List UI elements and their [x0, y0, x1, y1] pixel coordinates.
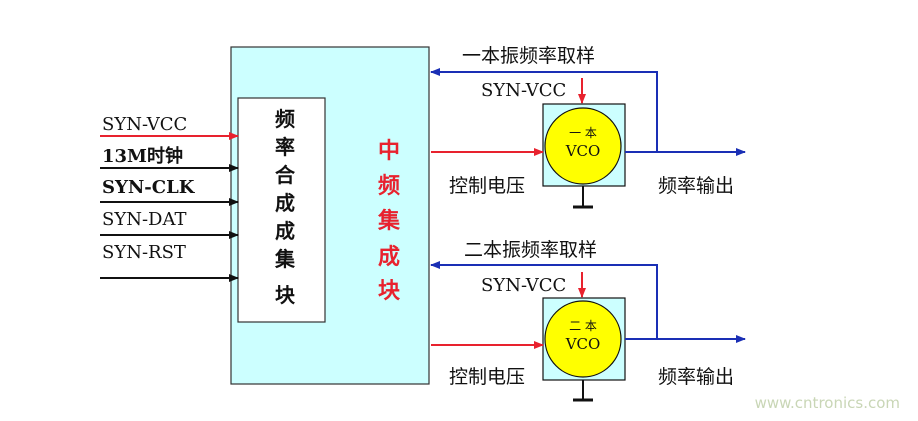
synth-char: 成 [275, 219, 295, 243]
synth-char: 率 [275, 135, 295, 159]
vco-label-bottom-1: VCO [565, 142, 601, 160]
synth-char: 块 [275, 283, 296, 307]
watermark-text: www.cntronics.com [754, 394, 900, 412]
if-char: 频 [378, 173, 400, 199]
output-label-2: 频率输出 [658, 366, 734, 388]
control-label-2: 控制电压 [449, 366, 525, 388]
synth-char: 集 [274, 247, 296, 271]
input-label-syn-clk: SYN-CLK [102, 177, 196, 198]
if-char: 集 [377, 208, 401, 234]
vcc-label-1: SYN-VCC [481, 80, 566, 101]
input-label-syn-vcc: SYN-VCC [102, 114, 187, 135]
vcc-label-2: SYN-VCC [481, 275, 566, 296]
vco-label-bottom-2: VCO [565, 335, 601, 353]
sample-line-1 [430, 68, 658, 152]
synth-char: 合 [275, 163, 296, 187]
vco-circle-2 [544, 300, 622, 378]
vco-label-top-1: 一 本 [569, 126, 597, 140]
sample-label-2: 二本振频率取样 [464, 239, 597, 261]
input-label-13m-clock: 13M时钟 [102, 145, 183, 167]
vco-circle-1 [544, 107, 622, 185]
input-label-syn-rst: SYN-RST [102, 242, 186, 263]
output-label-1: 频率输出 [658, 175, 734, 197]
synth-char: 频 [275, 107, 295, 131]
sample-label-1: 一本振频率取样 [462, 45, 595, 67]
synth-block [237, 97, 326, 323]
input-label-syn-dat: SYN-DAT [102, 209, 187, 230]
control-label-1: 控制电压 [449, 175, 525, 197]
synth-char: 成 [275, 191, 295, 215]
if-char: 成 [378, 244, 400, 270]
sample-line-2 [430, 261, 658, 339]
if-char: 块 [378, 278, 401, 304]
vco-label-top-2: 二 本 [569, 319, 597, 333]
if-char: 中 [378, 138, 400, 164]
